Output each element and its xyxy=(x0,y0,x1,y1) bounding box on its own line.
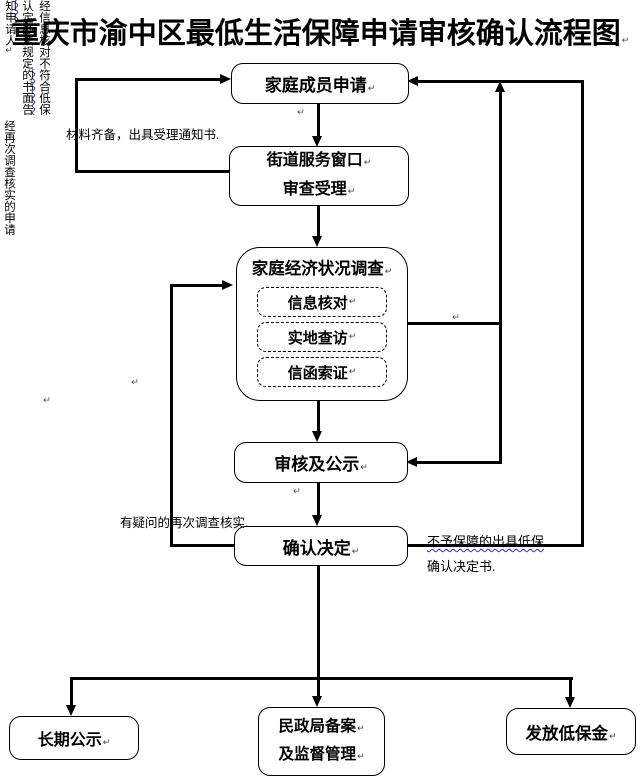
flow-line xyxy=(75,78,78,173)
node-label: 信息核对 xyxy=(287,293,348,312)
paragraph-mark: ↵ xyxy=(621,35,630,45)
paragraph-mark: ↵ xyxy=(43,395,51,406)
arrowhead-left xyxy=(406,457,417,467)
arrowhead-up xyxy=(495,81,505,92)
flow-line xyxy=(499,92,502,463)
node-info-check: 信息核对↵ xyxy=(257,287,387,317)
arrowhead-right xyxy=(222,280,233,290)
node-family-apply: 家庭成员申请↵ xyxy=(231,63,409,104)
paragraph-mark: ↵ xyxy=(5,46,15,56)
edge-label-text: 经信息核对不 xyxy=(38,0,50,69)
paragraph-mark: ↵ xyxy=(348,332,357,342)
node-letter-evidence: 信函索证↵ xyxy=(257,357,387,387)
node-review-publicity: 审核及公示↵ xyxy=(234,442,408,483)
edge-label-acceptance-notice: 材料齐备，出具受理通知书. xyxy=(66,128,220,142)
page-title: 重庆市渝中区最低生活保障申请审核确认流程图↵ xyxy=(0,10,641,52)
node-street-window: 街道服务窗口↵ 审查受理↵ xyxy=(229,146,409,206)
flow-line xyxy=(75,170,229,173)
paragraph-mark: ↵ xyxy=(363,158,372,168)
node-label: 街道服务窗口 xyxy=(266,150,363,169)
node-longterm-publicity: 长期公示↵ xyxy=(9,716,139,760)
flow-line xyxy=(317,204,320,237)
edge-label-text-squiggle: 符合低保认定 xyxy=(21,0,50,115)
paragraph-mark: ↵ xyxy=(608,731,617,742)
arrowhead-down xyxy=(312,136,322,147)
paragraph-mark: ↵ xyxy=(356,751,365,762)
paragraph-mark: ↵ xyxy=(297,107,305,118)
paragraph-mark: ↵ xyxy=(367,84,376,94)
edge-label-text: 办法规定的书面告 xyxy=(21,23,33,115)
flow-line xyxy=(406,544,584,547)
arrowhead-right xyxy=(220,74,231,84)
edge-label-written-notify: 经信息核对不符合低保认定办法规定的书面告知申请人↵ xyxy=(0,0,52,120)
flow-line xyxy=(417,461,502,464)
node-label: 审查受理 xyxy=(282,179,347,198)
arrowhead-down xyxy=(66,705,76,716)
flow-line xyxy=(170,284,173,547)
flow-line xyxy=(75,78,220,81)
node-label: 确认决定 xyxy=(282,538,351,559)
node-label: 及监督管理 xyxy=(278,744,356,763)
paragraph-mark: ↵ xyxy=(347,187,356,197)
paragraph-mark: ↵ xyxy=(351,546,360,557)
arrowhead-down xyxy=(312,431,322,442)
paragraph-mark: ↵ xyxy=(356,723,365,734)
arrowhead-left xyxy=(407,76,418,86)
node-field-visit: 实地查访↵ xyxy=(257,322,387,352)
paragraph-mark: ↵ xyxy=(102,738,111,748)
arrowhead-down xyxy=(312,515,322,526)
flow-line xyxy=(170,284,222,287)
page-title-text: 重庆市渝中区最低生活保障申请审核确认流程图 xyxy=(11,18,621,50)
arrowhead-down xyxy=(312,696,322,707)
flow-line xyxy=(406,322,502,325)
flow-line xyxy=(317,481,320,516)
edge-label-denial-line2: 确认决定书. xyxy=(427,559,496,574)
edge-label-reinvestigate: 有疑问的再次调查核实. xyxy=(120,516,249,530)
paragraph-mark: ↵ xyxy=(452,312,460,323)
node-label: 家庭经济状况调查 xyxy=(251,259,384,278)
flow-line xyxy=(70,677,73,706)
node-label: 审核及公示 xyxy=(274,455,360,475)
node-label: 发放低保金 xyxy=(525,723,608,743)
node-issue-allowance: 发放低保金↵ xyxy=(506,708,636,755)
node-confirm-decision: 确认决定↵ xyxy=(234,526,408,566)
node-label: 长期公示 xyxy=(37,730,102,749)
paragraph-mark: ↵ xyxy=(131,377,139,388)
flow-line xyxy=(317,564,320,697)
edge-label-text: 知申请人 xyxy=(4,0,16,46)
paragraph-mark: ↵ xyxy=(348,297,357,307)
node-civil-affairs: 民政局备案↵ 及监督管理↵ xyxy=(258,707,385,776)
arrowhead-down xyxy=(312,236,322,247)
paragraph-mark: ↵ xyxy=(360,463,368,473)
edge-label-text: 经再次调查核实的申请 xyxy=(3,120,15,235)
node-label: 实地查访 xyxy=(287,328,348,347)
node-label: 民政局备案 xyxy=(278,716,356,735)
flow-line xyxy=(569,677,572,698)
flow-line xyxy=(418,80,584,83)
arrowhead-down xyxy=(565,697,575,708)
edge-label-denial-line1: 不予保障的出具低保 xyxy=(427,534,545,549)
flow-line xyxy=(317,102,320,137)
node-label: 家庭成员申请 xyxy=(264,76,367,96)
node-label: 信函索证 xyxy=(287,363,348,382)
paragraph-mark: ↵ xyxy=(384,267,393,277)
flow-line xyxy=(581,80,584,546)
edge-label-reverified-apps: 经再次调查核实的申请↵ xyxy=(0,120,18,242)
flow-line xyxy=(317,399,320,432)
flow-line xyxy=(170,544,234,547)
paragraph-mark: ↵ xyxy=(348,367,357,377)
flow-line xyxy=(71,677,573,680)
paragraph-mark: ↵ xyxy=(293,486,301,497)
